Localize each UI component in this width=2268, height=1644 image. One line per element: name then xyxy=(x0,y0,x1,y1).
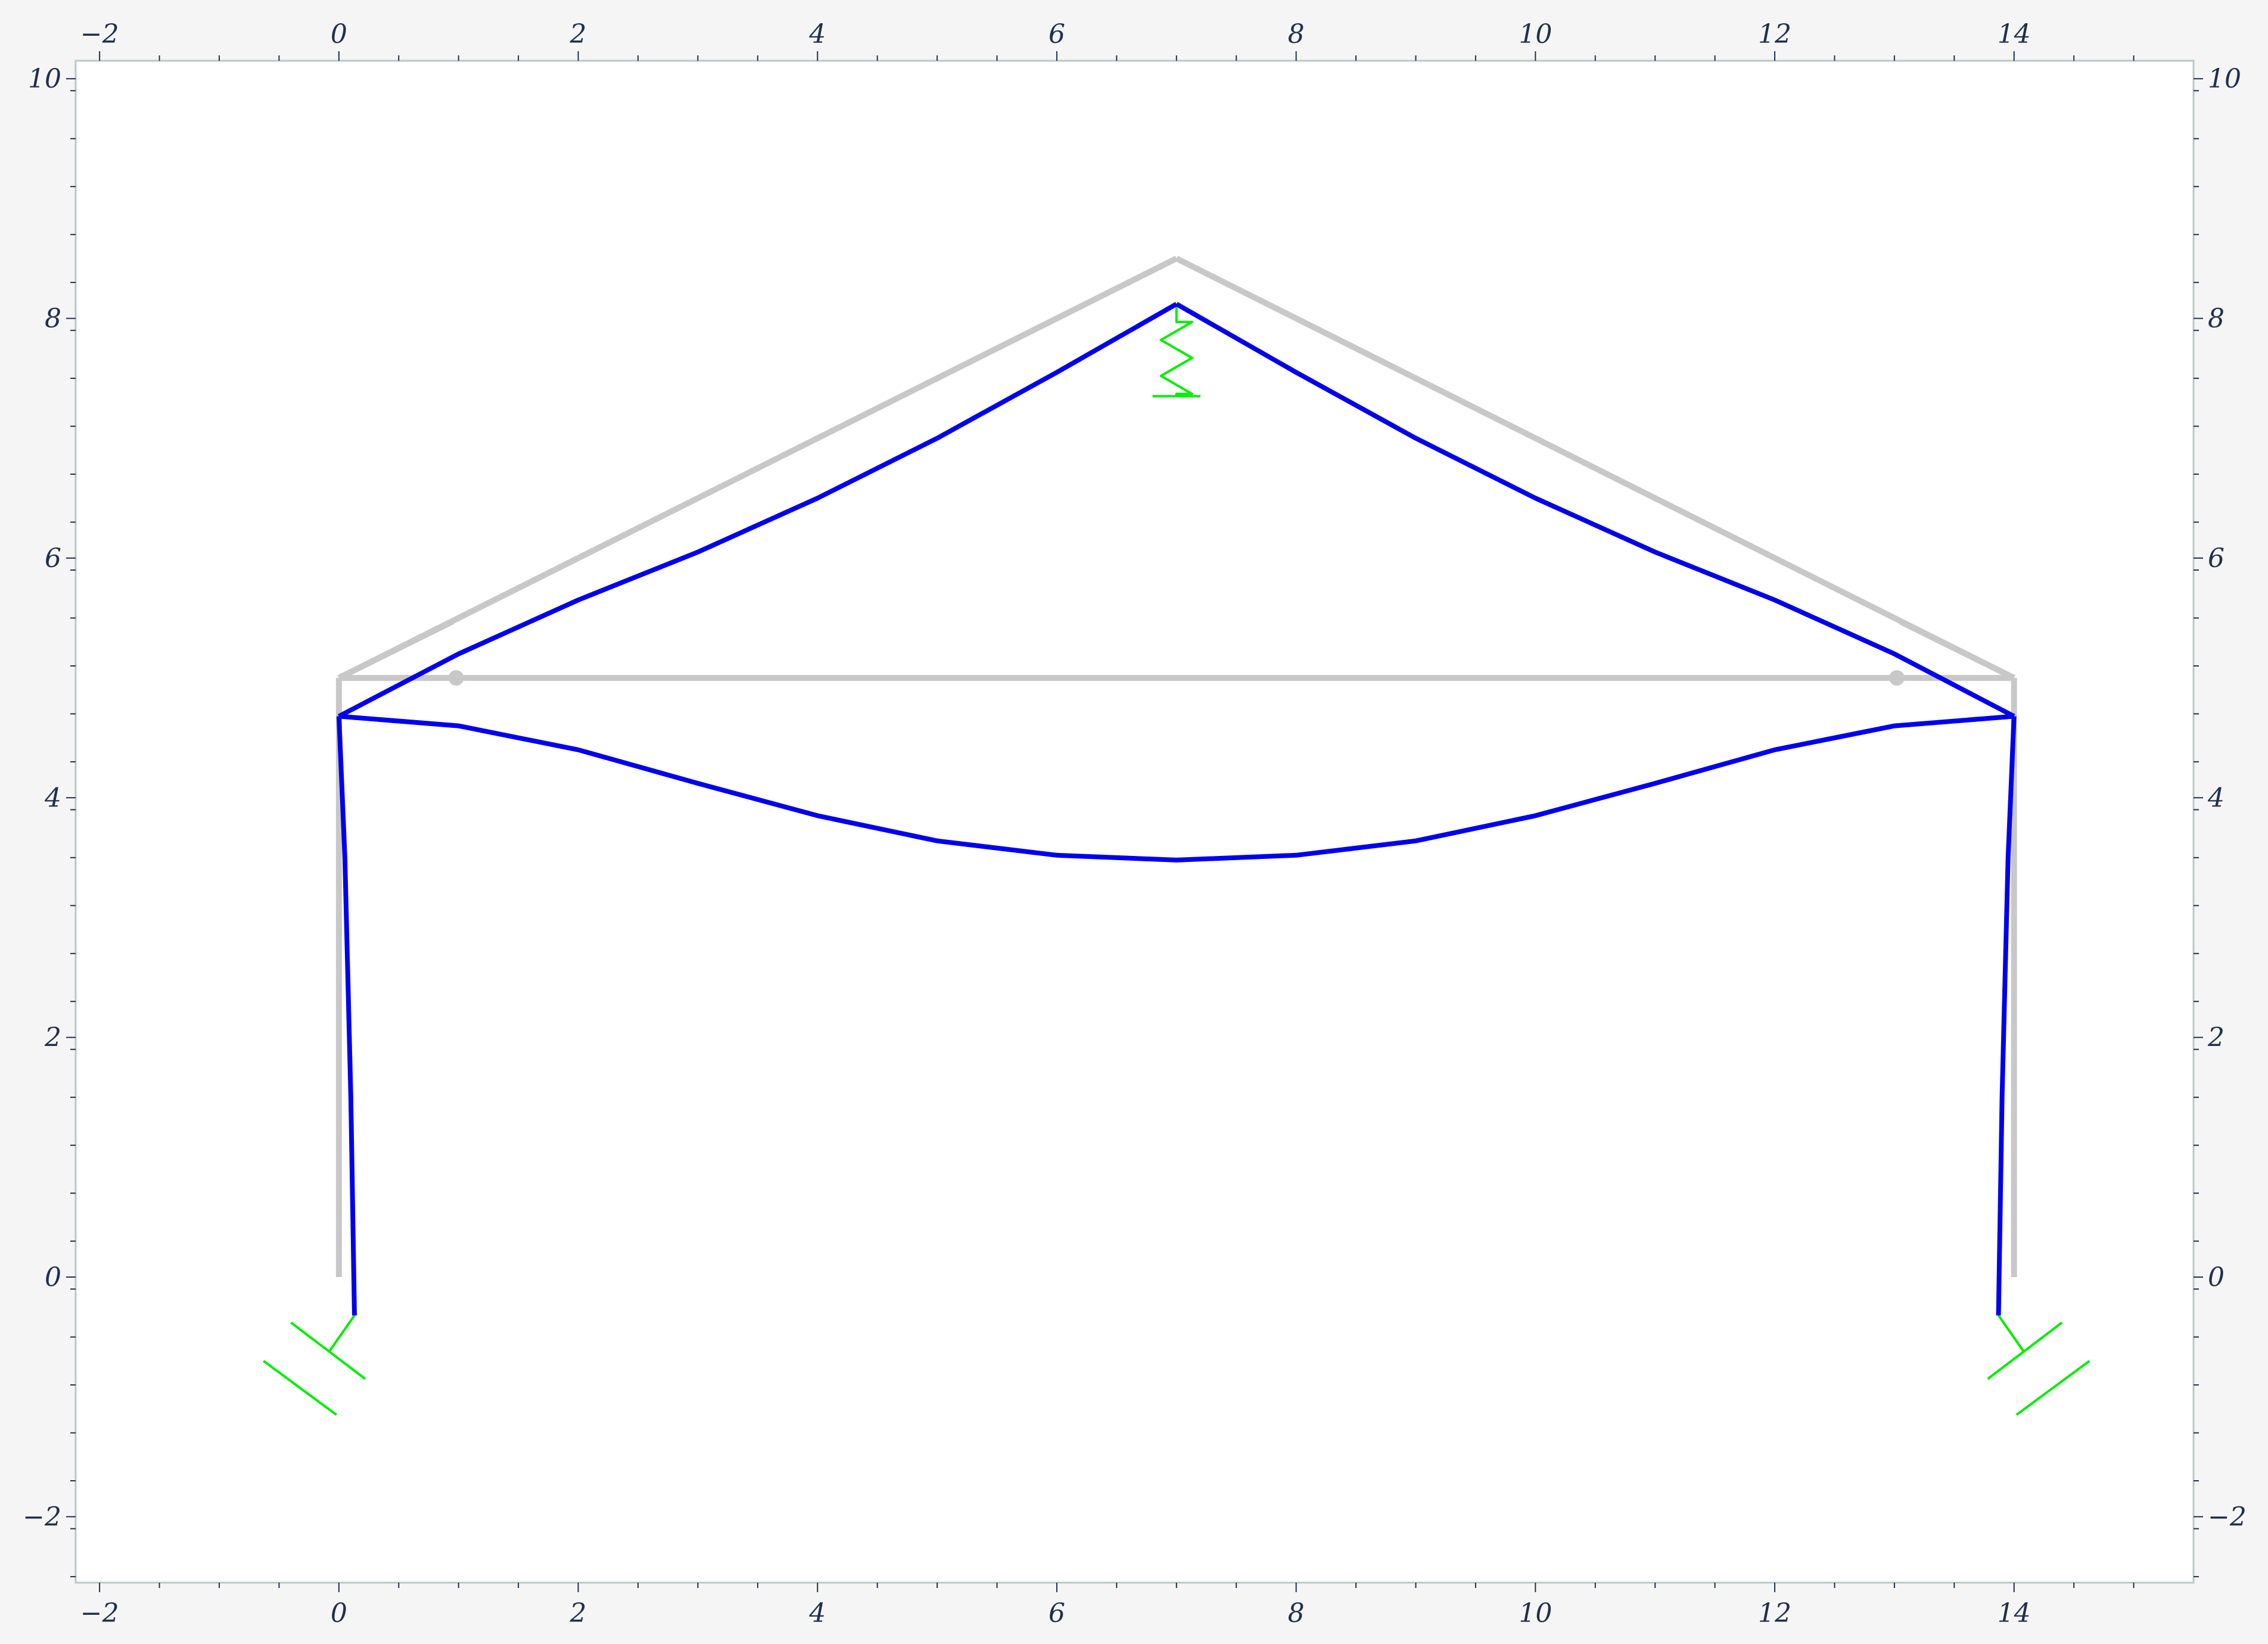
plot-area xyxy=(74,60,2195,1584)
supports-member xyxy=(1159,304,1193,397)
y-tick-label-right: 2 xyxy=(2207,1023,2225,1053)
undeformed-member xyxy=(1175,256,2015,681)
undeformed-member xyxy=(337,619,454,681)
x-tick-label-top: 6 xyxy=(1049,19,1065,49)
x-tick-label-bottom: 12 xyxy=(1758,1598,1791,1629)
deformed-member xyxy=(338,301,1178,719)
y-tick-label-left: 8 xyxy=(45,304,61,334)
y-tick-label-left: 2 xyxy=(44,1023,61,1053)
x-tick-label-top: 2 xyxy=(570,19,587,49)
x-tick-label-bottom: 10 xyxy=(1519,1598,1552,1629)
tick-labels: −2 −2 0 0 2 2 4 4 6 6 8 8 10 10 12 12 14 14 −2 −2 0 0 2 2 4 4 6 6 8 8… xyxy=(23,19,2247,1629)
x-tick-label-top: 14 xyxy=(1998,19,2031,49)
undeformed-member xyxy=(1899,619,2015,681)
x-tick-label-top: 0 xyxy=(331,19,347,49)
supports-member xyxy=(290,1321,366,1380)
supports-member xyxy=(263,1360,337,1416)
x-tick-label-bottom: 2 xyxy=(570,1598,587,1629)
hinge-point xyxy=(1889,670,1905,686)
axis-ticks xyxy=(66,51,2203,1592)
x-tick-label-bottom: −2 xyxy=(80,1598,119,1629)
x-tick-label-top: −2 xyxy=(80,19,119,49)
x-tick-label-top: 4 xyxy=(808,19,826,49)
deformed-member xyxy=(1996,716,2017,1316)
x-tick-label-top: 10 xyxy=(1519,19,1552,49)
undeformed-structure xyxy=(335,256,2017,1277)
y-tick-label-right: 4 xyxy=(2207,783,2225,813)
y-tick-label-left: 6 xyxy=(45,543,61,574)
supports-member xyxy=(1997,1315,2025,1352)
y-tick-label-right: −2 xyxy=(2208,1502,2247,1532)
supports-member xyxy=(328,1315,356,1352)
x-tick-label-bottom: 8 xyxy=(1288,1598,1305,1629)
hinge-point xyxy=(448,670,464,686)
supports-member xyxy=(1987,1321,2063,1380)
x-tick-label-bottom: 14 xyxy=(1998,1598,2031,1629)
y-tick-label-right: 10 xyxy=(2208,64,2241,94)
support-symbols xyxy=(263,304,2090,1416)
x-tick-label-bottom: 0 xyxy=(331,1598,347,1629)
y-tick-label-right: 6 xyxy=(2208,543,2225,574)
x-tick-label-bottom: 6 xyxy=(1049,1598,1065,1629)
y-tick-label-left: 10 xyxy=(28,64,61,94)
deformed-member xyxy=(338,714,2015,863)
x-tick-label-top: 12 xyxy=(1758,19,1791,49)
y-tick-label-left: 4 xyxy=(44,783,61,813)
deformed-member xyxy=(1175,301,2015,719)
y-tick-label-left: 0 xyxy=(45,1262,61,1293)
y-tick-label-left: −2 xyxy=(23,1502,61,1532)
supports-member xyxy=(2015,1360,2090,1416)
y-tick-label-right: 0 xyxy=(2208,1262,2225,1293)
y-tick-label-right: 8 xyxy=(2208,304,2225,334)
deformed-member xyxy=(336,716,357,1316)
undeformed-member xyxy=(337,256,1178,681)
deformed-structure xyxy=(336,301,2017,1316)
x-tick-label-top: 8 xyxy=(1288,19,1305,49)
x-tick-label-bottom: 4 xyxy=(808,1598,826,1629)
